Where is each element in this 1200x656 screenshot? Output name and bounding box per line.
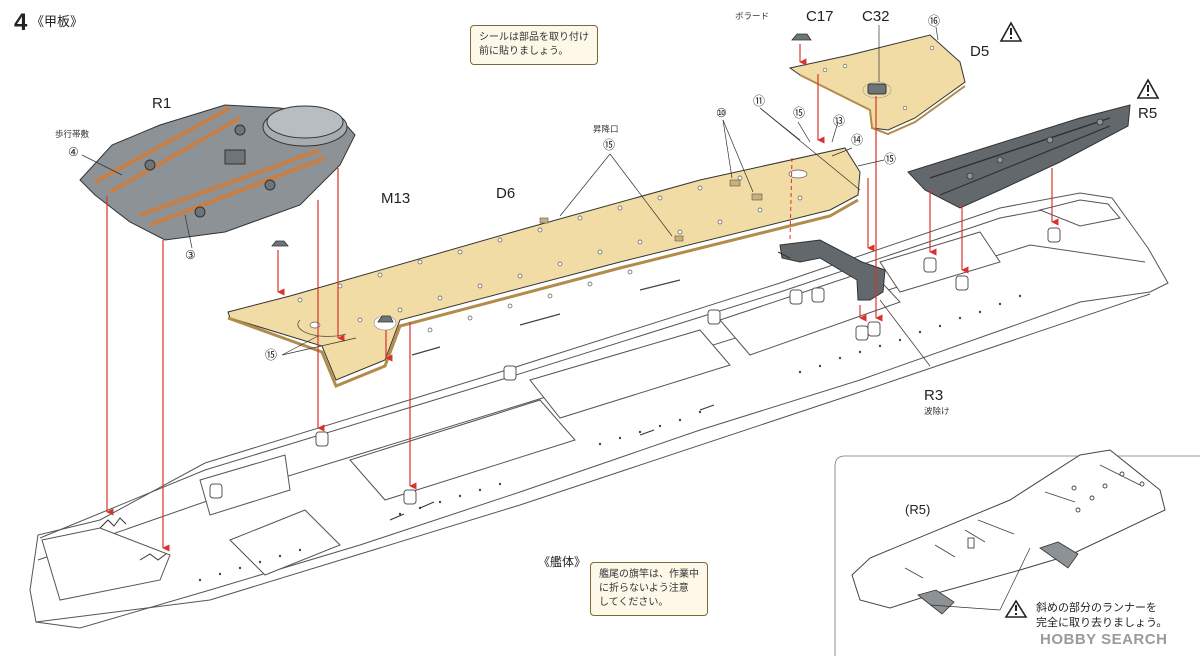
label-r5-inset: (R5) xyxy=(905,502,931,517)
part-number-15-b: ⑮ xyxy=(884,152,897,166)
label-d6: D6 xyxy=(496,185,516,202)
warning-icon xyxy=(999,21,1023,42)
label-c32: C32 xyxy=(862,8,890,25)
label-wavebreaker: 波除け xyxy=(924,407,950,417)
part-m13 xyxy=(373,315,397,331)
label-bollard: ボラード xyxy=(735,12,770,22)
part-number-16: ⑯ xyxy=(928,14,941,28)
label-r1: R1 xyxy=(152,95,172,112)
part-number-10: ⑩ xyxy=(716,106,727,120)
step-title: 《甲板》 xyxy=(31,15,84,30)
warning-icon xyxy=(1004,599,1028,618)
note-seal: シールは部品を取り付け 前に貼りましょう。 xyxy=(470,25,598,65)
part-d5 xyxy=(788,34,966,136)
part-c17 xyxy=(791,33,812,41)
label-r5: R5 xyxy=(1138,105,1158,122)
warning-icon xyxy=(1136,78,1160,99)
label-hatch: 昇降口 xyxy=(593,125,619,135)
part-number-15-hatch: ⑮ xyxy=(603,138,616,152)
note-flagpole: 艦尾の旗竿は、作業中 に折らないよう注意 してください。 xyxy=(590,562,708,616)
part-number-15-a: ⑮ xyxy=(793,106,806,120)
step-number: 4 xyxy=(14,9,28,36)
leader-lines xyxy=(81,25,939,367)
part-number-13: ⑬ xyxy=(833,114,846,128)
part-r5 xyxy=(907,104,1131,209)
inset-r5-detail xyxy=(834,449,1200,656)
hull xyxy=(29,192,1169,629)
part-number-14: ⑭ xyxy=(851,133,864,147)
note-runner: 斜めの部分のランナーを 完全に取り去りましょう。 xyxy=(1036,601,1168,629)
label-c17: C17 xyxy=(806,8,834,25)
label-r3: R3 xyxy=(924,387,944,404)
label-d5: D5 xyxy=(970,43,990,60)
part-number-3: ③ xyxy=(185,248,196,262)
label-walkway: 歩行帯敷 xyxy=(55,130,90,140)
part-r1 xyxy=(79,104,356,241)
part-number-11: ⑪ xyxy=(753,94,766,108)
part-m13-small xyxy=(271,240,289,247)
assembly-arrows xyxy=(106,44,1059,552)
part-number-4: ④ xyxy=(68,145,79,159)
label-hull: 《艦体》 xyxy=(538,555,587,569)
watermark: HOBBY SEARCH xyxy=(1040,631,1168,648)
label-m13: M13 xyxy=(381,190,411,207)
part-r3 xyxy=(777,239,886,301)
part-number-15-c: ⑮ xyxy=(265,348,278,362)
